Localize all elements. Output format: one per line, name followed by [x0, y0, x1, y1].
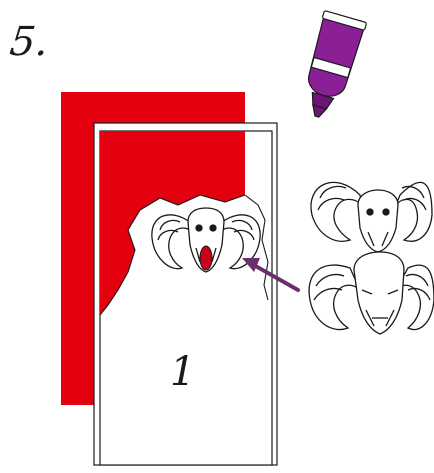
demon-head-large-icon: [309, 252, 434, 334]
card-page-number: 1: [170, 352, 195, 392]
demon-head-icon: [311, 182, 432, 252]
glue-bottle-icon: [296, 11, 367, 123]
glue-spot: [200, 246, 212, 270]
demon-head-icon: [152, 208, 260, 272]
step-number: 5.: [8, 22, 50, 62]
